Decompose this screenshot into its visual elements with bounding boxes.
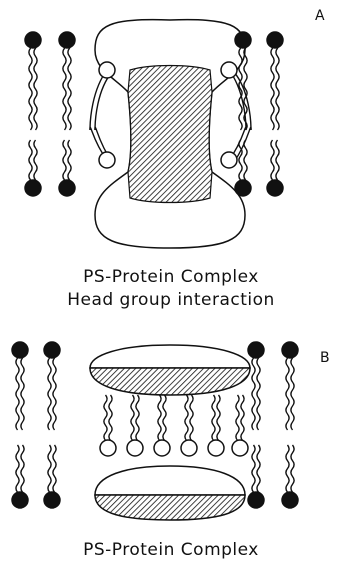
lipid-lower-head bbox=[44, 492, 60, 508]
lipid-upper-head bbox=[248, 342, 264, 358]
lipid-upper-tail bbox=[252, 350, 255, 430]
panel-a: A PS-Protein Complex Head group interact… bbox=[25, 8, 325, 310]
panel-b-caption-1: PS-Protein Complex bbox=[83, 540, 259, 560]
lipid-upper-head bbox=[12, 342, 28, 358]
panel-a-caption-2: Head group interaction bbox=[67, 290, 275, 310]
panel-b: B PS-Protein Complex bbox=[12, 342, 330, 560]
lipid-upper-tail bbox=[16, 350, 19, 430]
lipid-lower-head bbox=[235, 180, 251, 196]
lipid-upper-tail bbox=[286, 350, 289, 430]
lipid-lower-head bbox=[59, 180, 75, 196]
lipid-upper-head bbox=[235, 32, 251, 48]
ps-lipid-tail bbox=[95, 72, 112, 130]
lipid-upper-tail bbox=[291, 350, 294, 430]
lipid-upper-tail bbox=[53, 350, 56, 430]
lipid-upper-tail bbox=[21, 350, 24, 430]
lipid-upper-tail bbox=[29, 40, 32, 130]
ps-lipid-head bbox=[181, 440, 197, 456]
ps-lipid-head bbox=[232, 440, 248, 456]
ps-lipid-head bbox=[99, 152, 115, 168]
panel-b-letter: B bbox=[320, 350, 330, 366]
lipid-lower-head bbox=[12, 492, 28, 508]
lipid-lower-head bbox=[267, 180, 283, 196]
lipid-upper-head bbox=[25, 32, 41, 48]
protein-b-top bbox=[90, 345, 250, 395]
lipid-upper-tail bbox=[68, 40, 71, 130]
lipid-upper-head bbox=[44, 342, 60, 358]
lipid-lower-head bbox=[248, 492, 264, 508]
panel-a-caption-1: PS-Protein Complex bbox=[83, 267, 259, 287]
lipid-lower-head bbox=[25, 180, 41, 196]
ps-lipid-head bbox=[127, 440, 143, 456]
lipid-upper-head bbox=[267, 32, 283, 48]
lipid-lower-head bbox=[282, 492, 298, 508]
ps-lipid-head bbox=[100, 440, 116, 456]
ps-lipid-head bbox=[221, 152, 237, 168]
lipid-upper-tail bbox=[271, 40, 274, 130]
lipid-upper-tail bbox=[48, 350, 51, 430]
lipid-upper-tail bbox=[63, 40, 66, 130]
ps-lipid-head bbox=[154, 440, 170, 456]
ps-lipid-head bbox=[208, 440, 224, 456]
panel-a-letter: A bbox=[315, 8, 325, 24]
lipid-upper-head bbox=[282, 342, 298, 358]
lipid-upper-tail bbox=[34, 40, 37, 130]
lipid-upper-tail bbox=[257, 350, 260, 430]
protein-b-bottom bbox=[95, 466, 245, 520]
lipid-upper-head bbox=[59, 32, 75, 48]
ps-lipid-head bbox=[99, 62, 115, 78]
ps-lipid-head bbox=[221, 62, 237, 78]
lipid-upper-tail bbox=[276, 40, 279, 130]
protein-a bbox=[95, 20, 245, 248]
